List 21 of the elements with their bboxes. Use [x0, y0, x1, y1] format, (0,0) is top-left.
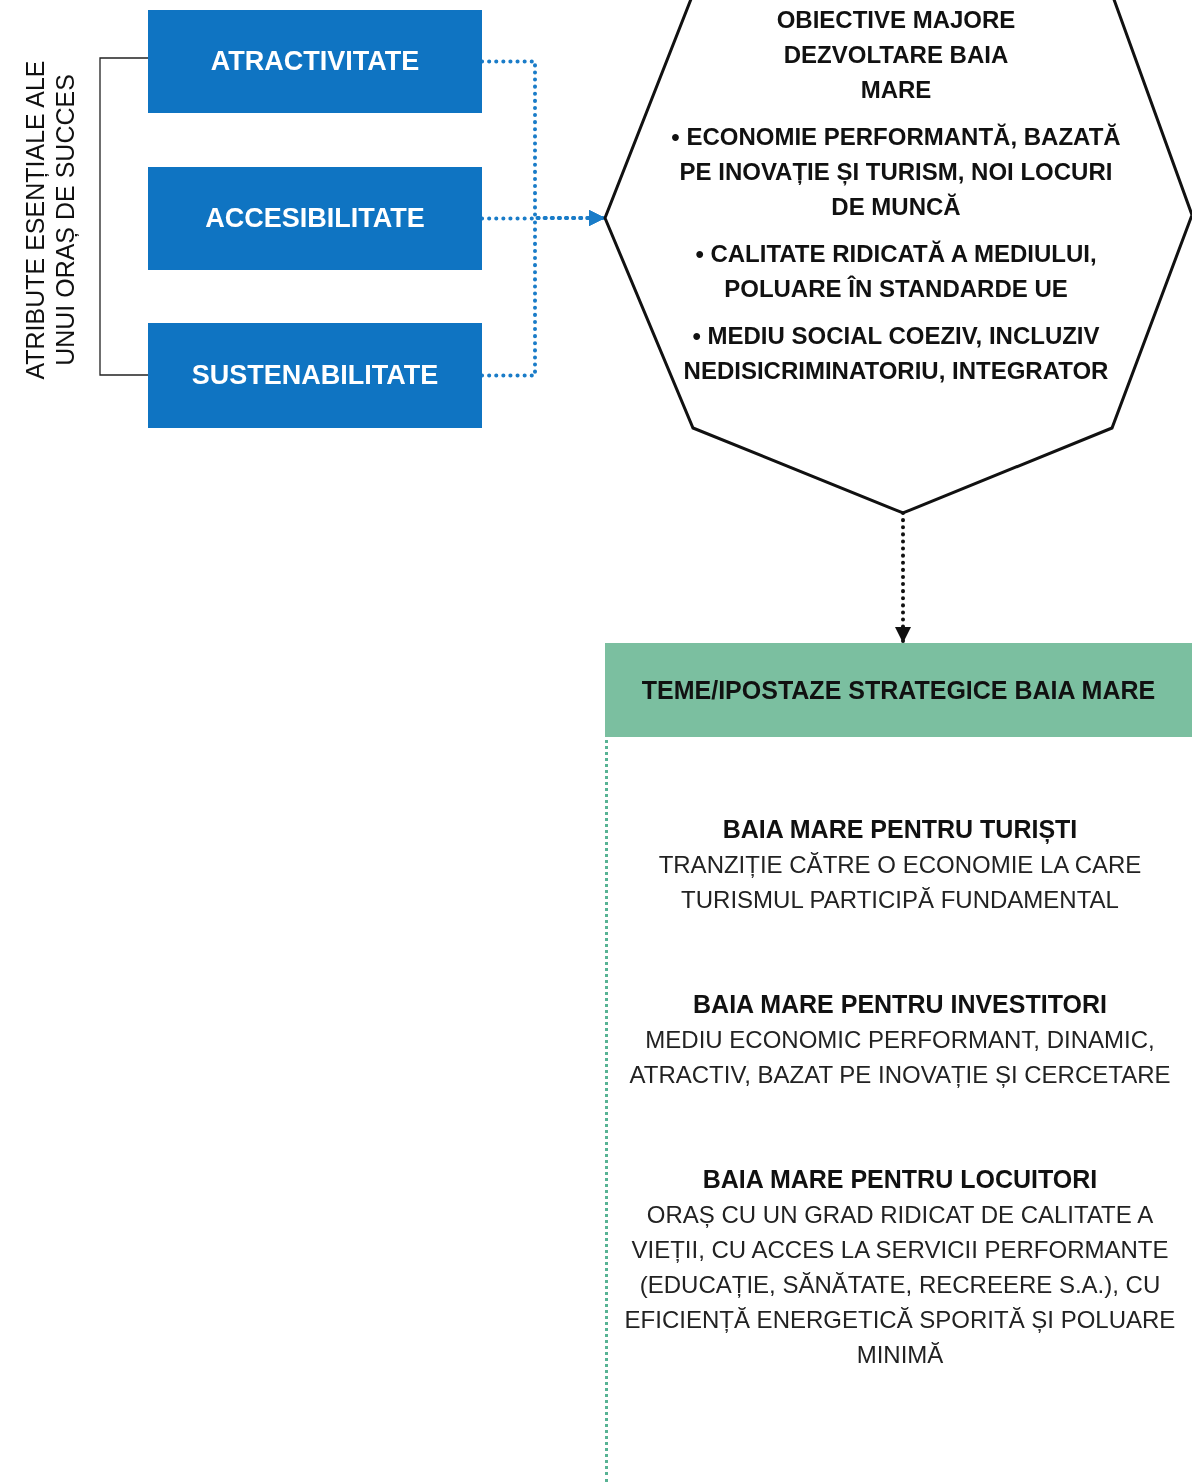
panel-header: TEME/IPOSTAZE STRATEGICE BAIA MARE [605, 643, 1192, 737]
theme-heading: BAIA MARE PENTRU LOCUITORI [701, 1164, 1099, 1195]
theme-description: ORAȘ CU UN GRAD RIDICAT DE CALITATE A VIEȚII, CU ACCES LA SERVICII PERFORMANTE (EDUCAȚIE, SĂNĂTATE, RECREERE S.A.), CU EFICIENȚĂ ENERGETICĂ SPORITĂ ȘI POLUARE MINIMĂ [623, 1200, 1177, 1370]
attribute-box [148, 10, 482, 113]
box-label: ACCESIBILITATE [205, 203, 425, 234]
box-label: ATRACTIVITATE [210, 46, 420, 77]
attribute-box [148, 323, 482, 428]
box-label: SUSTENABILITATE [191, 360, 439, 391]
objective-item: • CALITATE RIDICATĂ A MEDIULUI, POLUARE ÎN STANDARDE UE [694, 239, 1098, 304]
attribute-box [148, 167, 482, 270]
octagon-heading: OBIECTIVE MAJORE DEZVOLTARE BAIA MARE [775, 5, 1017, 105]
objective-item: • MEDIU SOCIAL COEZIV, INCLUZIV NEDISICRIMINATORIU, INTEGRATOR [682, 321, 1110, 386]
theme-heading: BAIA MARE PENTRU TURIȘTI [721, 814, 1079, 846]
theme-description: TRANZIȚIE CĂTRE O ECONOMIE LA CARE TURISMUL PARTICIPĂ FUNDAMENTAL [657, 850, 1143, 915]
dotted-arrow [895, 511, 911, 645]
side-label: ATRIBUTE ESENȚIALE ALE UNUI ORAȘ DE SUCCES [20, 59, 80, 382]
themes-panel [605, 643, 1192, 1482]
theme-heading: BAIA MARE PENTRU INVESTITORI [692, 989, 1108, 1020]
dotted-arrow [480, 210, 607, 378]
theme-description: MEDIU ECONOMIC PERFORMANT, DINAMIC, ATRACTIV, BAZAT PE INOVAȚIE ȘI CERCETARE [628, 1025, 1172, 1090]
objective-item: • ECONOMIE PERFORMANTĂ, BAZATĂ PE INOVAȚIE ȘI TURISM, NOI LOCURI DE MUNCĂ [670, 122, 1122, 222]
